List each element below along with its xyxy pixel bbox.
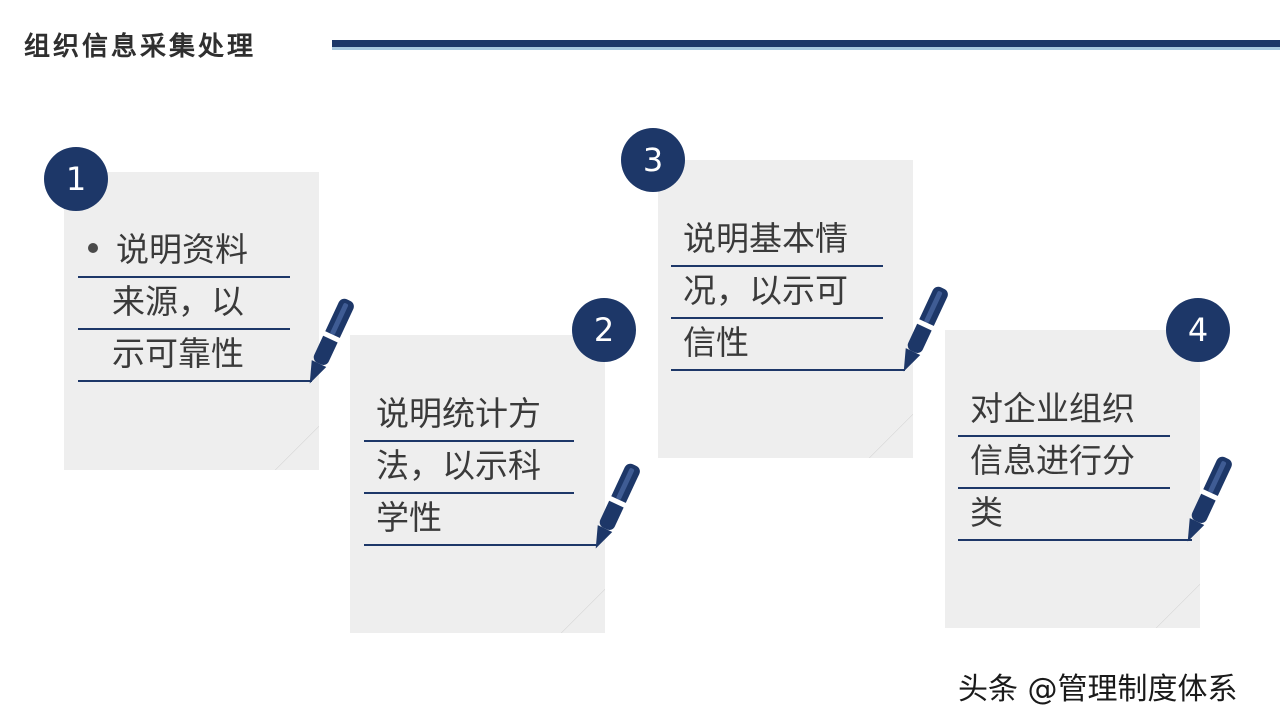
note-card-4: [945, 330, 1200, 628]
page-fold: [561, 589, 605, 633]
note-card-1: [64, 172, 319, 470]
page-fold: [869, 414, 913, 458]
card-2-lines: 说明统计方 法，以示科 学性: [364, 390, 596, 546]
card-2-line-1: 说明统计方: [364, 390, 574, 442]
step-badge-2: 2: [572, 298, 636, 362]
pen-icon: [309, 298, 354, 384]
page-fold: [1156, 584, 1200, 628]
card-1-lines: 说明资料 来源，以 示可靠性: [78, 226, 312, 382]
card-3-line-1: 说明基本情: [671, 215, 883, 267]
step-badge-1: 1: [44, 147, 108, 211]
title-divider-bar: [332, 40, 1280, 50]
card-1-line-1: 说明资料: [78, 226, 290, 278]
step-badge-3: 3: [621, 128, 685, 192]
bullet-icon: [88, 242, 98, 253]
page-fold: [275, 426, 319, 470]
card-3-lines: 说明基本情 况，以示可 信性: [671, 215, 905, 371]
card-4-line-1: 对企业组织: [958, 385, 1170, 437]
watermark: 头条 @管理制度体系: [958, 672, 1238, 707]
card-1-line-3: 示可靠性: [78, 330, 312, 382]
card-4-lines: 对企业组织 信息进行分 类: [958, 385, 1192, 541]
note-card-2: [350, 335, 605, 633]
page-title: 组织信息采集处理: [24, 32, 257, 62]
pen-icon: [903, 286, 948, 372]
card-1-line-2: 来源，以: [78, 278, 290, 330]
note-card-3: [658, 160, 913, 458]
card-2-line-2: 法，以示科: [364, 442, 574, 494]
card-2-line-3: 学性: [364, 494, 596, 546]
pen-icon: [595, 463, 640, 549]
step-badge-4: 4: [1166, 298, 1230, 362]
card-3-line-2: 况，以示可: [671, 267, 883, 319]
pen-icon: [1187, 456, 1232, 542]
card-3-line-3: 信性: [671, 319, 905, 371]
card-4-line-2: 信息进行分: [958, 437, 1170, 489]
card-4-line-3: 类: [958, 489, 1192, 541]
